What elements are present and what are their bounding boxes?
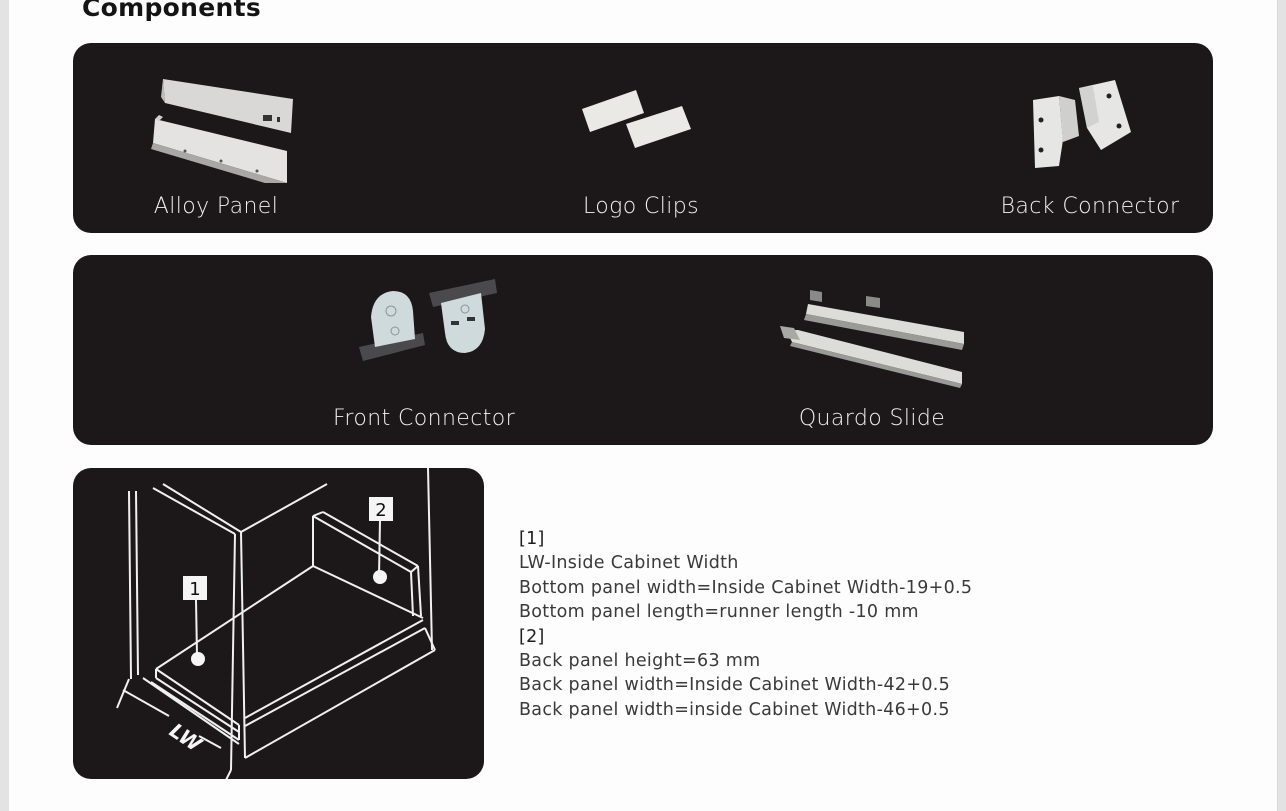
spec-line: Bottom panel width=Inside Cabinet Width-… — [519, 577, 973, 598]
alloy-panel-image — [151, 79, 293, 183]
component-back-connector: Back Connector — [833, 43, 1213, 233]
cabinet-diagram-panel: 1 2 LW — [73, 468, 484, 779]
alloy-panel-label: Alloy Panel — [153, 194, 279, 219]
spec-line: LW-Inside Cabinet Width — [519, 553, 739, 574]
components-panel-row-1: Alloy Panel Logo Clips Back Connector — [73, 43, 1213, 233]
spec-line: Back panel width=Inside Cabinet Width-42… — [519, 675, 951, 696]
page-title: Components — [82, 0, 262, 22]
component-alloy-panel: Alloy Panel — [73, 43, 453, 233]
front-connector-label: Front Connector — [332, 406, 516, 431]
callout-1-text: 1 — [189, 579, 200, 600]
callout-1-dot — [191, 652, 205, 666]
quardo-slide-label: Quardo Slide — [798, 406, 946, 431]
component-quardo-slide: Quardo Slide — [643, 255, 1213, 445]
spec-line: Bottom panel length=runner length -10 mm — [519, 602, 919, 623]
callout-2-text: 2 — [375, 500, 386, 521]
cabinet-isometric-diagram: 1 2 LW — [116, 468, 436, 779]
quardo-slide-image — [780, 290, 964, 388]
page-right-scrollbar[interactable] — [1277, 0, 1286, 811]
section-1-header: [1] — [519, 529, 545, 549]
dimension-lw-label: LW — [165, 718, 207, 757]
component-logo-clips: Logo Clips — [453, 43, 833, 233]
page-left-margin — [0, 0, 9, 811]
logo-clips-image — [582, 90, 691, 148]
callout-2-box — [369, 497, 393, 521]
specifications-text: [1] LW-Inside Cabinet Width Bottom panel… — [519, 527, 972, 722]
front-connector-image — [359, 279, 497, 361]
section-2-header: [2] — [519, 626, 545, 647]
callout-2-dot — [373, 570, 387, 584]
spec-line: Back panel width=inside Cabinet Width-46… — [519, 699, 950, 720]
components-panel-row-2: Front Connector Quardo Slide — [73, 255, 1213, 445]
component-front-connector: Front Connector — [73, 255, 643, 445]
spec-line: Back panel height=63 mm — [519, 651, 761, 672]
back-connector-image — [1033, 80, 1131, 168]
back-connector-label: Back Connector — [1000, 194, 1180, 219]
callout-1-box — [183, 576, 207, 600]
logo-clips-label: Logo Clips — [583, 194, 699, 219]
